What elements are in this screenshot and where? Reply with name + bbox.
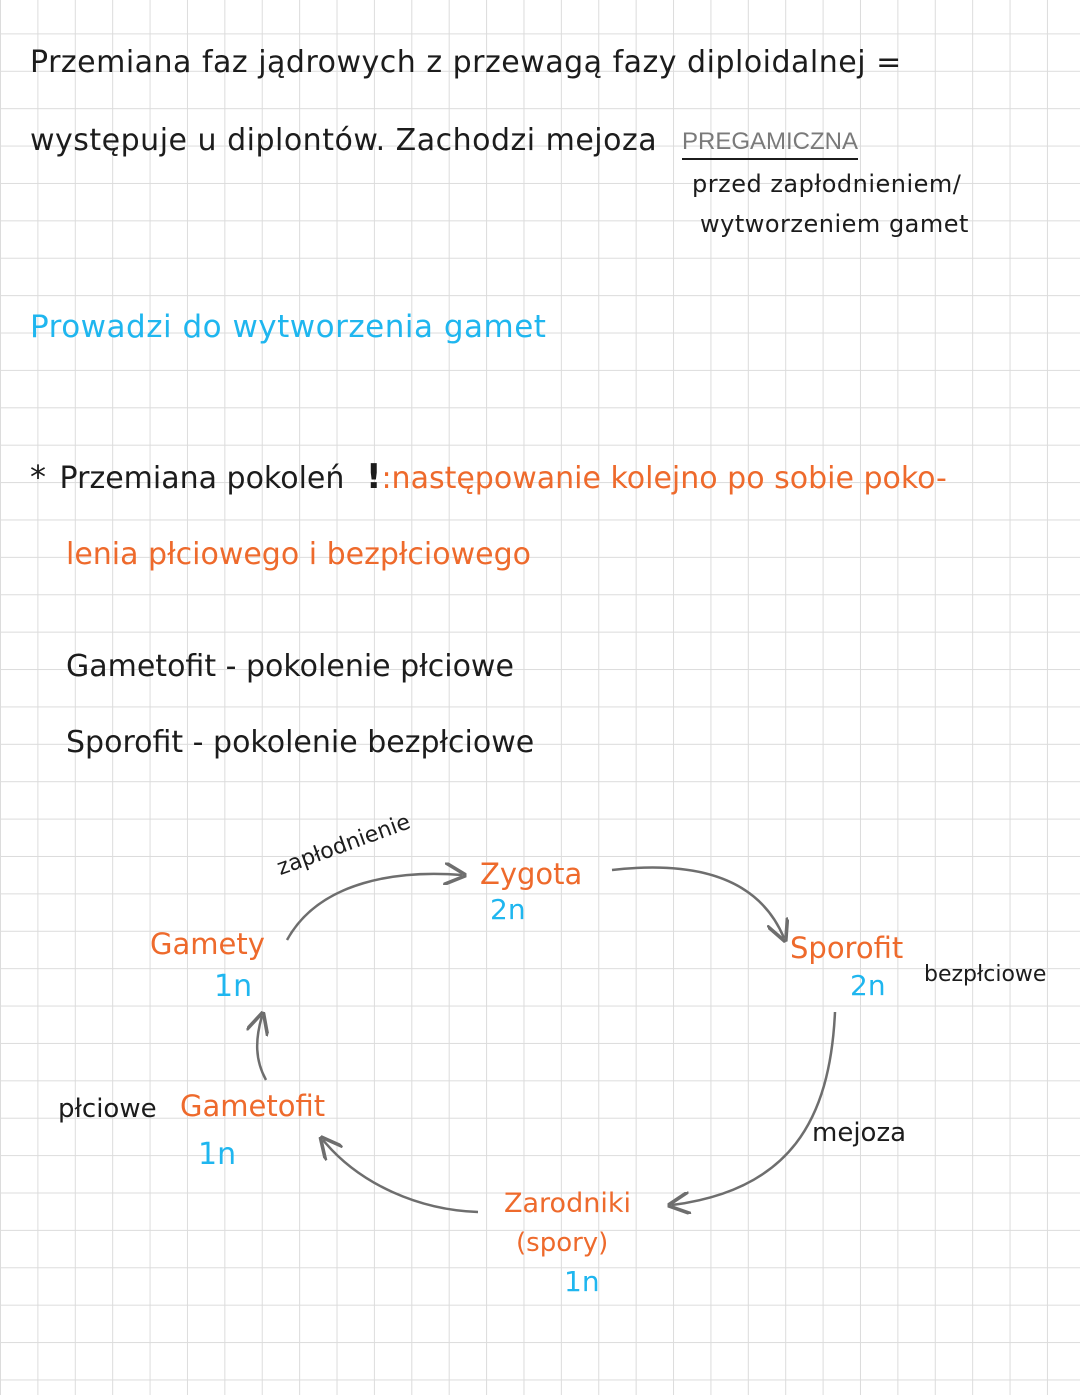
- generations-term: Przemiana pokoleń: [59, 461, 345, 496]
- sporophyte-label: Sporofit: [790, 931, 904, 965]
- gametes-label: Gamety: [150, 927, 265, 961]
- gametes-note: Prowadzi do wytworzenia gamet: [30, 309, 547, 345]
- arrow-spores-to-gametophyte: [323, 1140, 479, 1214]
- gametophyte-definition: Gametofit - pokolenie płciowe: [66, 649, 514, 684]
- definition-row: * Przemiana pokoleń !:następowanie kolej…: [30, 460, 947, 494]
- pregamic-note-line-1: przed zapłodnieniem/: [692, 170, 962, 198]
- zygote-ploidy: 2n: [490, 893, 526, 926]
- spores-sublabel: (spory): [516, 1228, 609, 1258]
- zygote-label: Zygota: [480, 857, 583, 891]
- gametes-ploidy: 1n: [214, 969, 253, 1004]
- intro-line-2: występuje u diplontów. Zachodzi mejoza: [30, 123, 658, 158]
- star-bullet: *: [30, 458, 46, 496]
- gametophyte-type: płciowe: [58, 1094, 157, 1124]
- arrow-sporophyte-to-spores: [672, 1011, 837, 1205]
- meiosis-label: mejoza: [812, 1118, 907, 1148]
- gametophyte-ploidy: 1n: [198, 1137, 237, 1172]
- arrow-gametes-to-zygote: [285, 874, 462, 941]
- sporophyte-type: bezpłciowe: [924, 962, 1047, 987]
- important-mark: !: [365, 457, 382, 497]
- definition-text-2: lenia płciowego i bezpłciowego: [66, 537, 531, 572]
- arrow-gametophyte-to-gametes: [257, 1016, 266, 1081]
- gametophyte-label: Gametofit: [180, 1089, 326, 1123]
- spores-ploidy: 1n: [564, 1265, 600, 1298]
- pregamic-note-line-2: wytworzeniem gamet: [700, 210, 969, 238]
- arrow-zygote-to-sporophyte: [611, 866, 784, 938]
- sporophyte-definition: Sporofit - pokolenie bezpłciowe: [66, 725, 535, 760]
- fertilization-label: zapłodnienie: [273, 809, 414, 881]
- intro-line-1: Przemiana faz jądrowych z przewagą fazy …: [30, 45, 902, 80]
- definition-text-1: :następowanie kolejno po sobie poko-: [381, 461, 947, 496]
- pregamic-emphasis: PREGAMICZNA: [682, 130, 859, 160]
- sporophyte-ploidy: 2n: [850, 969, 886, 1002]
- spores-label: Zarodniki: [504, 1188, 631, 1219]
